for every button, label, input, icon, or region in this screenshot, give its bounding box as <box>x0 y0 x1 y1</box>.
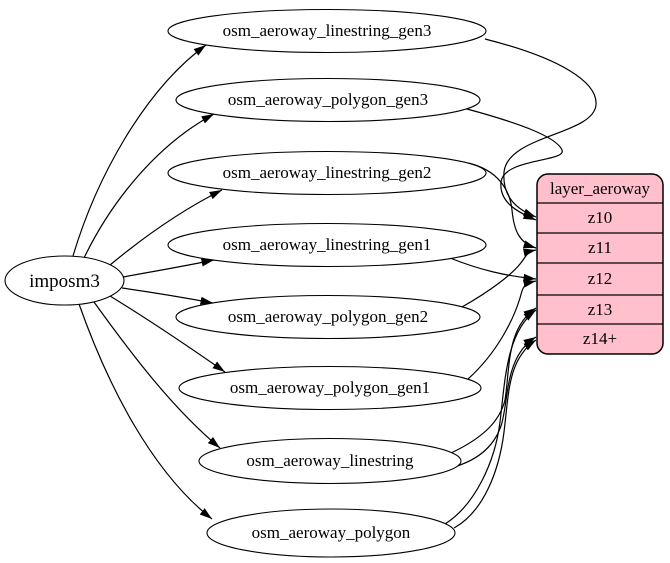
edge-osm_aeroway_polygon-to-z14 <box>453 339 537 529</box>
layer-row-z14: z14+ <box>583 329 617 348</box>
table-node-label: osm_aeroway_linestring_gen1 <box>223 235 432 254</box>
edges-to-layer <box>444 38 597 529</box>
node-osm_aeroway_linestring_gen2: osm_aeroway_linestring_gen2 <box>167 150 487 196</box>
edge-imposm3-to-osm_aeroway_linestring_gen2 <box>109 189 223 266</box>
table-node-shape <box>178 365 482 411</box>
layer-row-z10: z10 <box>588 208 613 227</box>
node-osm_aeroway_polygon_gen3: osm_aeroway_polygon_gen3 <box>175 77 481 123</box>
edge-osm_aeroway_linestring_gen2-to-z11 <box>467 162 537 249</box>
layer-row-z12: z12 <box>588 269 613 288</box>
layer-title: layer_aeroway <box>550 179 651 198</box>
edge-osm_aeroway_polygon-to-z13 <box>444 309 537 525</box>
layer-row-z13: z13 <box>588 300 613 319</box>
node-layer_aeroway: layer_aeroway z10 z11 z12 z13 z14+ <box>536 173 664 355</box>
table-node-label: osm_aeroway_polygon <box>252 523 411 542</box>
table-node-shape <box>175 77 481 123</box>
edge-osm_aeroway_linestring_gen1-to-z12 <box>449 257 537 282</box>
table-node-label: osm_aeroway_polygon_gen2 <box>228 307 428 326</box>
node-osm_aeroway_polygon_gen1: osm_aeroway_polygon_gen1 <box>178 365 482 411</box>
edge-imposm3-to-osm_aeroway_linestring_gen3 <box>72 44 207 257</box>
node-imposm3-shape <box>4 255 125 306</box>
edge-imposm3-to-osm_aeroway_polygon_gen1 <box>109 295 226 373</box>
node-osm_aeroway_linestring_gen1: osm_aeroway_linestring_gen1 <box>167 222 487 268</box>
table-node-label: osm_aeroway_polygon_gen3 <box>228 90 428 109</box>
table-node-shape <box>167 8 487 54</box>
node-osm_aeroway_linestring_gen3: osm_aeroway_linestring_gen3 <box>167 8 487 54</box>
table-node-shape <box>167 222 487 268</box>
layer-row-z11: z11 <box>588 238 612 257</box>
layer-record-shape <box>536 173 664 355</box>
table-node-shape <box>167 150 487 196</box>
edge-imposm3-to-osm_aeroway_linestring_gen1 <box>122 258 215 278</box>
edge-osm_aeroway_polygon_gen2-to-z11 <box>461 248 537 308</box>
edge-imposm3-to-osm_aeroway_polygon_gen3 <box>83 113 215 259</box>
table-node-label: osm_aeroway_linestring_gen2 <box>223 163 432 182</box>
edge-imposm3-to-osm_aeroway_polygon_gen2 <box>121 287 214 305</box>
edge-osm_aeroway_linestring-to-z14 <box>449 336 537 469</box>
node-osm_aeroway_polygon: osm_aeroway_polygon <box>206 508 456 558</box>
table-node-label: osm_aeroway_linestring_gen3 <box>223 21 432 40</box>
table-node-label: osm_aeroway_polygon_gen1 <box>230 378 430 397</box>
table-node-shape <box>198 437 462 485</box>
node-osm_aeroway_linestring: osm_aeroway_linestring <box>198 437 462 485</box>
table-node-shape <box>175 294 481 340</box>
node-imposm3: imposm3 <box>4 255 125 306</box>
edge-imposm3-to-osm_aeroway_linestring <box>93 301 221 449</box>
edge-osm_aeroway_linestring-to-z13 <box>450 307 537 454</box>
node-osm_aeroway_polygon_gen2: osm_aeroway_polygon_gen2 <box>175 294 481 340</box>
node-imposm3-label: imposm3 <box>29 271 100 292</box>
edge-osm_aeroway_polygon_gen1-to-z12 <box>467 279 537 380</box>
edge-osm_aeroway_polygon_gen3-to-z10 <box>466 108 563 221</box>
edge-imposm3-to-osm_aeroway_polygon <box>78 303 213 520</box>
edges-from-source <box>72 44 226 520</box>
table-node-shape <box>206 508 456 558</box>
table-node-label: osm_aeroway_linestring <box>246 451 414 470</box>
